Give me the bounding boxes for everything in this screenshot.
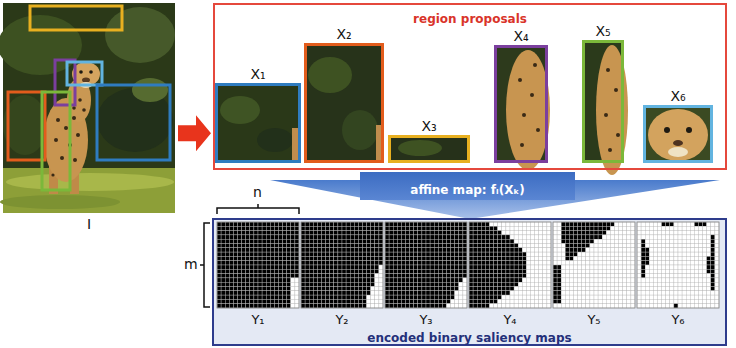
saliency-map: Y₆ [637, 222, 719, 308]
binary-map [637, 222, 719, 308]
input-image: I [3, 3, 175, 213]
node-label: Y₂ [335, 312, 348, 328]
binary-map [469, 222, 551, 308]
region-crop: X₁ [215, 83, 301, 163]
node-label: region proposals [413, 12, 527, 26]
node-label: X₂ [336, 26, 351, 43]
block-arrow [178, 115, 211, 151]
binary-map [553, 222, 635, 308]
node-label: I [87, 216, 91, 233]
node-label: Y₃ [419, 312, 432, 328]
saliency-map: Y₁ [217, 222, 299, 308]
node-label: Y₆ [671, 312, 684, 328]
height-bracket [200, 223, 210, 307]
width-bracket [217, 204, 299, 214]
binary-map [301, 222, 383, 308]
binary-map [385, 222, 467, 308]
node-label: encoded binary saliency maps [367, 331, 571, 345]
node-label: X₅ [595, 23, 610, 40]
affine-map-band: affine map: fₗ(Xₖ) [360, 172, 575, 200]
dimension-label: n [253, 184, 262, 201]
proposal-panel: region proposalsX₁X₂X₃X₄X₅X₆ [213, 3, 727, 170]
dimension-label: m [184, 256, 198, 273]
node-label: X₆ [670, 88, 685, 105]
region-crop: X₄ [494, 45, 548, 163]
panel-ground [212, 218, 727, 346]
binary-map [217, 222, 299, 308]
saliency-map: Y₂ [301, 222, 383, 308]
region-crop: X₆ [643, 105, 713, 163]
region-crop: X₅ [582, 40, 624, 163]
node-label: X₃ [421, 118, 436, 135]
region-crop: X₂ [304, 43, 384, 163]
node-label: Y₄ [503, 312, 516, 328]
node-label: affine map: fₗ(Xₖ) [410, 183, 524, 197]
saliency-map: Y₃ [385, 222, 467, 308]
saliency-map: Y₄ [469, 222, 551, 308]
binary-grids [217, 222, 719, 308]
node-label: Y₁ [251, 312, 264, 328]
node-label: X₁ [250, 66, 265, 83]
crop-pictures [215, 40, 713, 175]
region-crop: X₃ [388, 135, 470, 163]
node-label: Y₅ [587, 312, 600, 328]
saliency-map: Y₅ [553, 222, 635, 308]
saliency-panel: encoded binary saliency mapsY₁Y₂Y₃Y₄Y₅Y₆ [212, 218, 727, 346]
node-label: X₄ [513, 28, 528, 45]
cheetah-photo [0, 3, 175, 213]
